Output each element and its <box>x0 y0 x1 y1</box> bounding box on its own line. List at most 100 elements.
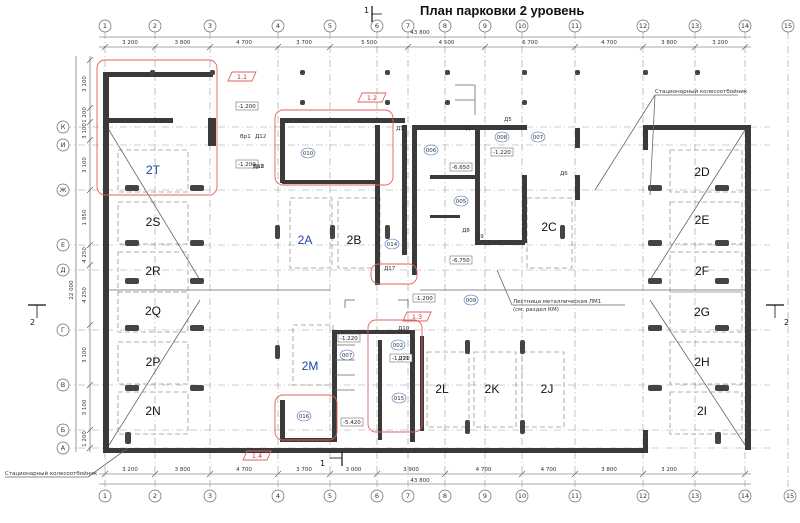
grid-bubble-top-label: 2 <box>153 22 157 30</box>
dimension-tick <box>86 56 94 64</box>
grid-bubble-bottom-label: 3 <box>208 492 212 500</box>
door-label: Д12 <box>255 134 266 140</box>
column <box>715 185 729 191</box>
dimension-label: 3 000 <box>346 467 362 473</box>
grid-bubble-top-label: 7 <box>406 22 410 30</box>
grid-bubble-bottom-label: 5 <box>328 492 332 500</box>
dimension-tick <box>86 241 94 249</box>
room-tag-ellipse <box>384 238 400 250</box>
parking-stall <box>117 149 189 193</box>
grid-bubble-bottom <box>636 489 650 503</box>
grid-bubble-left-label: К <box>61 123 66 131</box>
grid-bubble-bottom-label: 9 <box>483 492 487 500</box>
parking-space-label: 2C <box>541 220 557 234</box>
detail-tag-flag <box>402 311 432 322</box>
dimension-tick <box>571 470 579 478</box>
wall-segment <box>332 330 337 442</box>
grid-bubble-top <box>568 19 582 33</box>
room-tag-ellipse <box>300 147 316 159</box>
wall-segment <box>748 128 751 448</box>
grid-bubble-left <box>56 378 70 392</box>
door-label: Вр1 <box>240 134 251 140</box>
detail-tag-flag <box>242 450 272 461</box>
dimension-tick <box>691 43 699 51</box>
wall-segment <box>645 125 750 130</box>
grid-bubble-top <box>688 19 702 33</box>
drawing-title: План парковки 2 уровень <box>420 3 585 18</box>
grid-bubble-top <box>203 19 217 33</box>
level-mark-box <box>449 162 473 172</box>
grid-bubble-top-label: 1 <box>103 22 107 30</box>
dimension-tick <box>86 444 94 452</box>
grid-bubble-top-label: 5 <box>328 22 332 30</box>
wall-segment <box>402 125 407 255</box>
wall-segment <box>280 118 285 183</box>
level-mark-box <box>490 147 514 157</box>
dimension-total-label: 43 800 <box>410 30 430 36</box>
dimension-tick <box>518 470 526 478</box>
dimension-label: 4 700 <box>541 467 557 473</box>
room-tag: 008 <box>497 135 508 141</box>
column <box>648 240 662 246</box>
grid-bubble-top <box>738 19 752 33</box>
door-label: Вр1 <box>253 164 264 170</box>
wall-segment <box>412 125 417 275</box>
column <box>575 70 580 75</box>
dimension-label: 5 500 <box>361 40 377 46</box>
grid-bubble-bottom-label: 10 <box>518 492 526 500</box>
grid-bubble-bottom <box>515 489 529 503</box>
column <box>385 225 390 239</box>
wall-segment <box>280 400 285 440</box>
grid-bubbles: 1122334455667788991010111112121313141415… <box>56 19 797 503</box>
column <box>385 100 390 105</box>
room-tag-ellipse <box>530 131 546 143</box>
dimension-label: 3 100 <box>82 399 88 415</box>
grid-bubble-top <box>148 19 162 33</box>
grid-bubble-top <box>636 19 650 33</box>
grid-bubble-bottom <box>568 489 582 503</box>
grid-bubble-bottom <box>783 489 797 503</box>
wall-segment <box>575 175 580 200</box>
column <box>715 240 729 246</box>
dimension-tick <box>151 43 159 51</box>
grid-bubble-left <box>56 263 70 277</box>
door-label: Д4 <box>466 126 474 132</box>
leader-line <box>496 269 513 306</box>
detail-callout-boundary <box>96 59 218 196</box>
column <box>648 278 662 284</box>
dimension-tick <box>86 118 94 126</box>
room-tag-ellipse <box>390 339 406 351</box>
parking-space-label: 2F <box>695 264 709 278</box>
parking-space-label: 2K <box>485 382 500 396</box>
wall-segment <box>208 118 216 146</box>
dimension-tick <box>86 321 94 329</box>
parking-stall <box>473 351 517 428</box>
column <box>445 100 450 105</box>
wall-segment <box>643 430 648 452</box>
parking-stall <box>426 351 470 428</box>
parking-space-label: 2M <box>302 359 319 373</box>
dimension-label: 3 700 <box>296 40 312 46</box>
detail-tag-label: 1.3 <box>412 313 422 321</box>
grid-bubble-bottom-label: 11 <box>571 492 579 500</box>
grid-bubble-left-label: Б <box>61 426 65 434</box>
grid-bubble-bottom-label: 1 <box>103 492 107 500</box>
wall-segment <box>480 240 525 245</box>
grid-bubble-left <box>56 441 70 455</box>
dimension-label: 4 700 <box>236 40 252 46</box>
parking-space-label: 2Q <box>145 304 161 318</box>
dimension-tick <box>86 381 94 389</box>
level-mark-box <box>337 333 361 343</box>
detail-tag-label: 1.1 <box>237 73 247 81</box>
parking-space-label: 2P <box>146 355 161 369</box>
dimension-tick <box>571 43 579 51</box>
wall-segment <box>378 340 382 440</box>
dimension-tick <box>326 43 334 51</box>
grid-bubble-bottom <box>203 489 217 503</box>
dimension-tick <box>86 186 94 194</box>
dimension-label: 3 800 <box>661 40 677 46</box>
column <box>445 70 450 75</box>
column <box>190 185 204 191</box>
dimension-tick <box>101 43 109 51</box>
annotations: -1.200-1.200-1.220-6.650-6.750-1.200-1.2… <box>5 6 789 478</box>
